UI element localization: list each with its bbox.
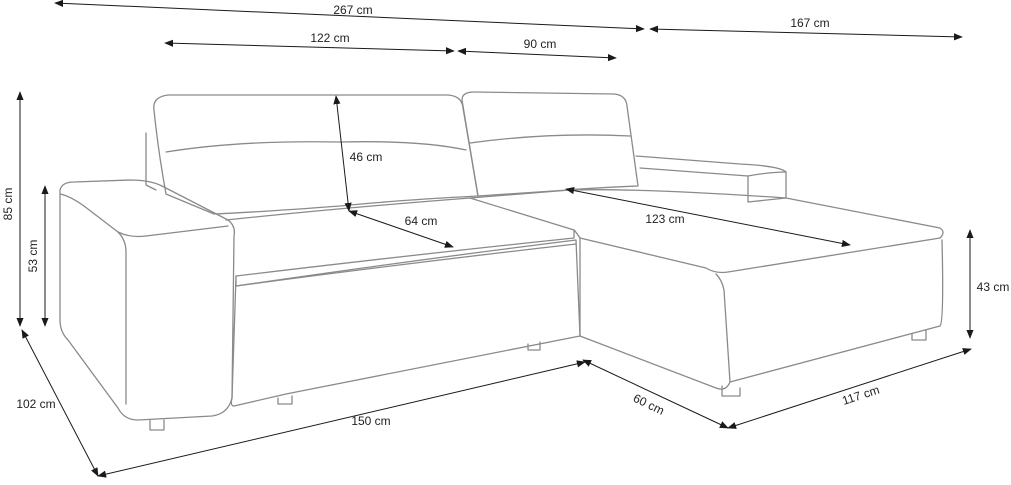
label-seat-depth: 64 cm (405, 214, 438, 228)
left-armrest-top-edge (117, 225, 229, 238)
left-armrest (59, 179, 236, 421)
label-chaise-side: 117 cm (840, 383, 881, 408)
dim-line-total-width (54, 0, 645, 33)
left-back-cushion-seam (165, 141, 467, 153)
dim-line-main-back-width (164, 39, 455, 55)
dim-line-base-width (97, 360, 586, 478)
right-back-cushion-seam (469, 134, 631, 144)
right-back-cushion (461, 91, 639, 197)
label-overall-depth: 102 cm (16, 397, 55, 411)
label-total-height: 85 cm (1, 188, 15, 221)
label-chaise-depth: 167 cm (790, 16, 829, 30)
label-main-back-width: 122 cm (310, 31, 349, 45)
chaise-foot (721, 385, 741, 397)
label-chaise-length: 123 cm (645, 212, 684, 226)
left-armrest-foot (149, 419, 165, 431)
dim-line-chaise-back-width (457, 47, 617, 62)
label-armrest-height: 53 cm (26, 240, 40, 273)
dim-line-overall-depth (21, 329, 99, 477)
dim-line-seat-depth (348, 210, 454, 248)
label-chaise-height: 43 cm (977, 280, 1010, 294)
chaise-seat-cushion (469, 189, 944, 274)
label-chaise-back-width: 90 cm (524, 37, 557, 51)
dim-line-backrest-height (333, 95, 352, 212)
dimension-labels: 267 cm 167 cm 122 cm 90 cm 85 cm 53 cm 4… (1, 3, 1009, 428)
label-chaise-front: 60 cm (631, 391, 667, 418)
label-base-width: 150 cm (351, 414, 390, 428)
main-base-top-trim (235, 243, 577, 287)
main-base (230, 239, 581, 407)
right-armrest-front (747, 171, 787, 177)
dim-line-chaise-front (582, 359, 729, 429)
dim-line-chaise-length (565, 187, 851, 247)
main-foot-center (527, 341, 541, 351)
dim-line-chaise-depth (649, 25, 963, 41)
label-total-width: 267 cm (333, 3, 372, 17)
label-backrest-height: 46 cm (350, 150, 383, 164)
right-armrest (635, 155, 787, 203)
dimension-lines (16, 0, 974, 478)
chaise-foot-right (911, 329, 927, 341)
chaise-base (579, 237, 944, 390)
left-armrest-front-edge (59, 193, 127, 405)
main-foot-left (277, 395, 293, 405)
dim-line-chaise-side (727, 348, 972, 429)
sofa-rear-left-edge (145, 132, 157, 191)
left-back-cushion (153, 94, 479, 215)
sofa-illustration (59, 91, 944, 431)
chaise-base-corner (715, 273, 731, 383)
